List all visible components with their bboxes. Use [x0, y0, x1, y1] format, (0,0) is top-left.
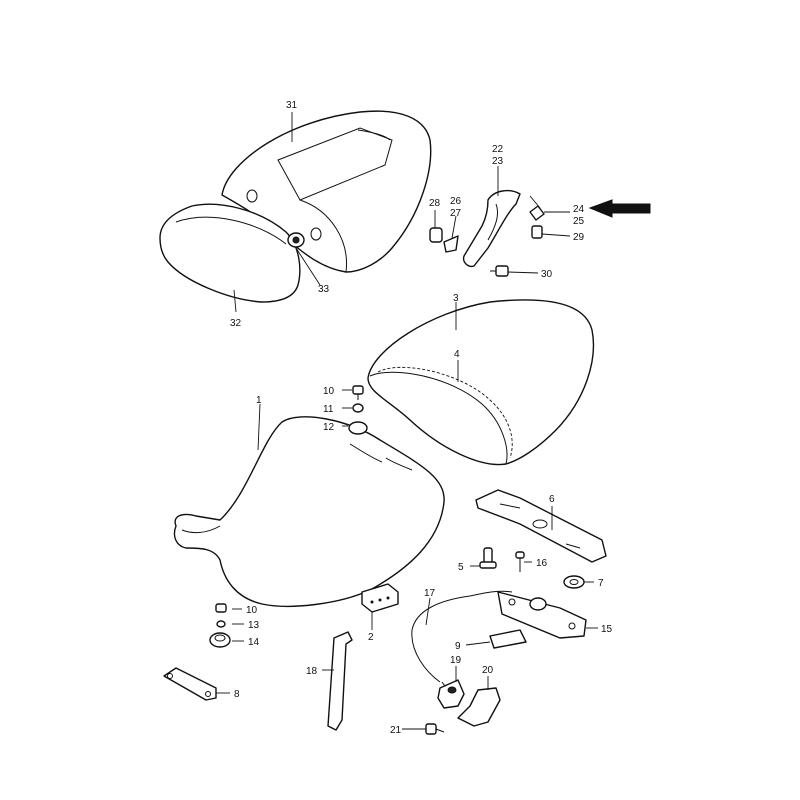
label-1: 1 [256, 395, 262, 406]
label-32: 32 [230, 318, 242, 329]
grommet-33 [287, 232, 305, 248]
bolt-30 [490, 265, 509, 277]
strap-18 [327, 631, 353, 731]
bolt-5 [479, 547, 497, 569]
nut-7 [563, 575, 585, 589]
rider-seat-1 [173, 416, 445, 608]
bolt-10-top [352, 385, 364, 400]
label-11: 11 [323, 404, 334, 415]
cushion-12 [348, 421, 368, 435]
label-3: 3 [453, 293, 459, 304]
label-13: 13 [248, 620, 260, 631]
label-30: 30 [541, 269, 553, 280]
callout-labels: 31 33 32 22 23 24 25 29 30 26 27 28 3 4 … [230, 100, 613, 736]
label-25: 25 [573, 216, 585, 227]
lock-plate-15 [497, 591, 587, 639]
spacer-28 [429, 227, 443, 243]
seat-3 [367, 299, 595, 466]
label-31: 31 [286, 100, 298, 111]
bolt-16 [515, 551, 525, 572]
label-4: 4 [454, 349, 460, 360]
grab-handle-22 [462, 189, 521, 268]
label-28: 28 [429, 198, 441, 209]
label-23: 23 [492, 156, 504, 167]
label-18: 18 [306, 666, 318, 677]
label-20: 20 [482, 665, 494, 676]
clip-2 [361, 583, 399, 613]
nut-24 [529, 205, 545, 221]
cushion-14 [209, 632, 231, 648]
label-27: 27 [450, 208, 462, 219]
screw-21 [425, 723, 445, 735]
label-8: 8 [234, 689, 240, 700]
label-6: 6 [549, 494, 555, 505]
label-21: 21 [390, 725, 402, 736]
label-12: 12 [323, 422, 335, 433]
rear-seat-pad-32 [159, 203, 301, 303]
plate-9 [489, 629, 527, 649]
bracket-26 [443, 235, 459, 253]
label-16: 16 [536, 558, 548, 569]
label-24: 24 [573, 204, 585, 215]
lock-cylinder-19 [437, 679, 465, 709]
label-2: 2 [368, 632, 374, 643]
label-15: 15 [601, 624, 613, 635]
label-7: 7 [598, 578, 604, 589]
label-19: 19 [450, 655, 462, 666]
label-22: 22 [492, 144, 504, 155]
leader-lines [216, 112, 598, 730]
bracket-20 [457, 687, 501, 727]
label-26: 26 [450, 196, 462, 207]
label-17: 17 [424, 588, 436, 599]
bolt-29 [531, 225, 543, 239]
label-9: 9 [455, 641, 461, 652]
label-5: 5 [458, 562, 464, 573]
collar-13 [216, 620, 226, 628]
label-10-top: 10 [323, 386, 335, 397]
label-29: 29 [573, 232, 585, 243]
label-14: 14 [248, 637, 260, 648]
label-10-lower: 10 [246, 605, 258, 616]
bracket-6 [475, 489, 607, 563]
collar-11 [352, 403, 364, 413]
bolt-10-lower [215, 603, 227, 613]
label-33: 33 [318, 284, 330, 295]
pointer-arrow [588, 199, 651, 218]
bracket-8 [163, 667, 217, 701]
